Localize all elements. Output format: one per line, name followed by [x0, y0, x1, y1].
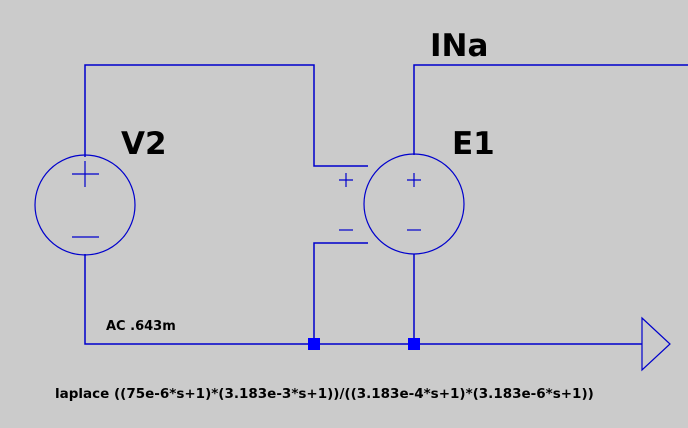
- controlled-source-e1[interactable]: [339, 153, 465, 255]
- wire-net-ina[interactable]: [413, 64, 688, 155]
- wire-v2-top-to-e1-plus[interactable]: [84, 64, 368, 167]
- junction-dot: [308, 338, 320, 350]
- junction-dot: [408, 338, 420, 350]
- e1-output-plus-icon: [407, 173, 421, 187]
- wire-ground-bus[interactable]: [84, 254, 642, 345]
- source-value-label: AC .643m: [106, 319, 176, 334]
- port-arrow-icon[interactable]: [641, 316, 671, 372]
- source-name-label: V2: [121, 126, 167, 162]
- controlled-source-name-label: E1: [452, 126, 495, 162]
- e1-body: [363, 153, 465, 255]
- voltage-source-v2[interactable]: [34, 154, 136, 256]
- wire-e1-minus-control[interactable]: [313, 242, 368, 344]
- e1-control-plus-icon: [339, 173, 353, 187]
- net-label: INa: [430, 28, 488, 64]
- wires: [84, 64, 688, 345]
- v2-body: [34, 154, 136, 256]
- laplace-expression-label: laplace ((75e-6*s+1)*(3.183e-3*s+1))/((3…: [55, 386, 594, 402]
- v2-plus-icon: [72, 161, 99, 187]
